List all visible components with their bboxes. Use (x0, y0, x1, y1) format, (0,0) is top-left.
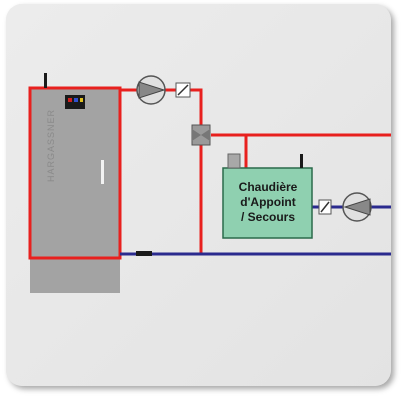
pump-icon (136, 75, 166, 105)
backup-boiler-label-2: d'Appoint (240, 195, 296, 209)
door-handle (101, 160, 104, 184)
backup-boiler-label-3: / Secours (241, 210, 295, 224)
check-valve-icon (318, 199, 332, 215)
diagram-frame: HARGASSNER (6, 4, 391, 386)
main-boiler-flue (44, 73, 47, 88)
pump-icon (342, 192, 372, 222)
expansion-vessel-icon (227, 153, 241, 169)
main-boiler-body (30, 88, 120, 293)
display-screen-red (68, 98, 72, 102)
return-connector (136, 251, 152, 256)
display-screen-blue (74, 98, 78, 102)
backup-boiler (222, 167, 313, 239)
boiler-brand: HARGASSNER (46, 109, 56, 182)
backup-boiler-label-1: Chaudière (239, 180, 298, 194)
hydraulic-diagram: HARGASSNER (28, 73, 391, 293)
backup-boiler-flue (300, 154, 303, 168)
check-valve-icon (175, 82, 191, 98)
display-screen-yellow (80, 98, 83, 102)
mixing-valve-icon (191, 124, 211, 146)
main-boiler-panel (28, 86, 122, 260)
